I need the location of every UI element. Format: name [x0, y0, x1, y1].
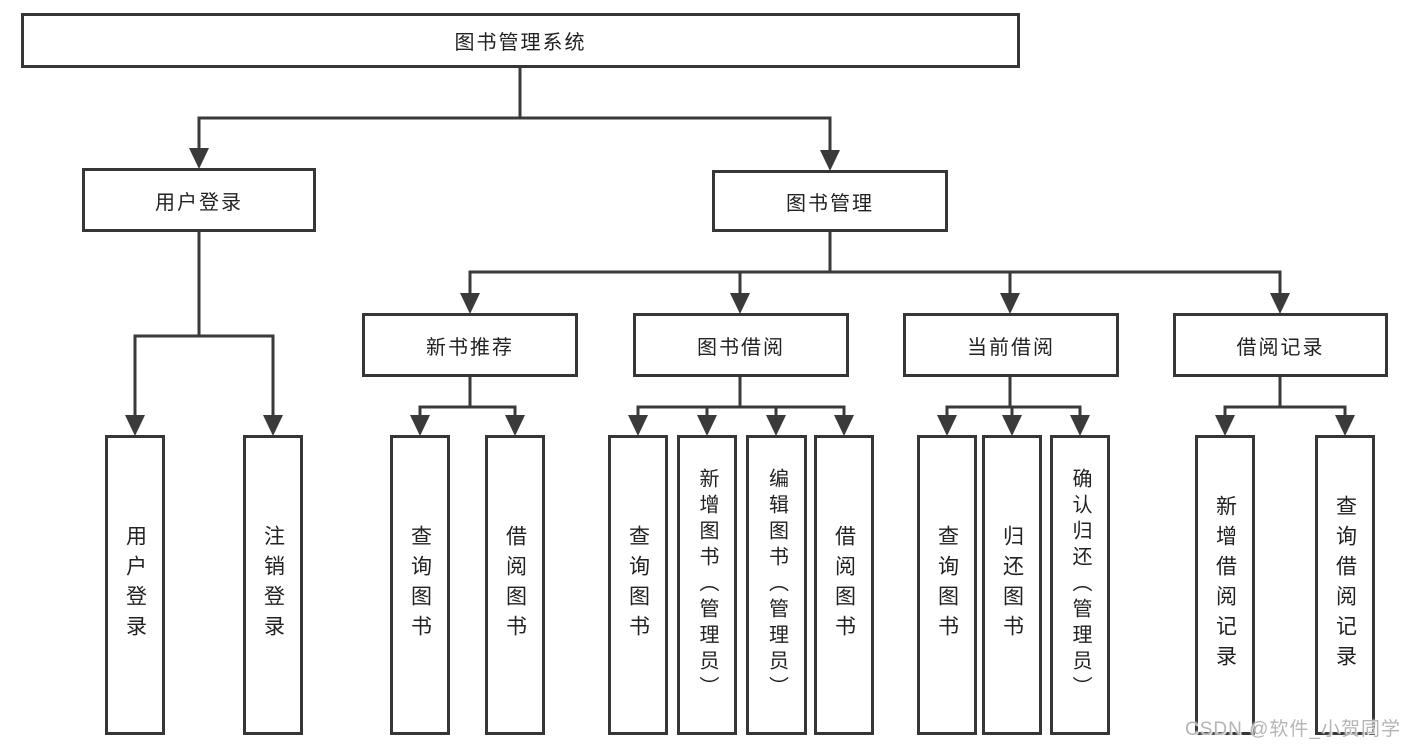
leaf-borrow-query-books-label: 查询图书 [626, 525, 650, 645]
connector-line [636, 377, 846, 416]
leaf-current-confirm-return-admin: 确认归还（管理员） [1050, 435, 1110, 735]
node-user-login: 用户登录 [82, 168, 316, 232]
arrow-down-icon [125, 415, 145, 436]
arrow-down-icon [189, 148, 209, 169]
leaf-user-login: 用户登录 [105, 435, 165, 735]
connector-group-borrowing-records [1215, 377, 1355, 436]
node-root-label: 图书管理系统 [454, 32, 587, 54]
leaf-borrow-query-books: 查询图书 [608, 435, 668, 735]
leaf-borrow-borrow-books-label: 借阅图书 [832, 525, 856, 645]
connector-line [1223, 377, 1347, 416]
leaf-newrec-borrow-books: 借阅图书 [485, 435, 545, 735]
node-borrowing-records-label: 借阅记录 [1236, 336, 1325, 359]
arrow-down-icon [460, 293, 480, 314]
arrow-down-icon [937, 415, 957, 436]
connector-group-user-login [125, 232, 283, 436]
connector-line [197, 68, 832, 151]
node-book-management-label: 图书管理 [786, 192, 874, 215]
connector-group-current-borrowing [937, 377, 1090, 436]
leaf-logout-login: 注销登录 [243, 435, 303, 735]
connector-line [945, 377, 1082, 416]
arrow-down-icon [628, 415, 648, 436]
connector-group-new-book-recommend [410, 377, 525, 436]
arrow-down-icon [1070, 415, 1090, 436]
arrow-down-icon [1335, 415, 1355, 436]
connector-line [468, 232, 1282, 294]
leaf-current-return-books: 归还图书 [982, 435, 1042, 735]
leaf-borrow-edit-books-admin-label: 编辑图书（管理员） [765, 468, 788, 702]
arrow-down-icon [834, 415, 854, 436]
arrow-down-icon [730, 293, 750, 314]
watermark: CSDN @软件_小贺同学 [1185, 719, 1401, 740]
leaf-current-query-books: 查询图书 [917, 435, 977, 735]
leaf-newrec-borrow-books-label: 借阅图书 [503, 525, 527, 645]
node-user-login-label: 用户登录 [155, 191, 243, 214]
arrow-down-icon [1215, 415, 1235, 436]
leaf-borrow-edit-books-admin: 编辑图书（管理员） [746, 435, 807, 735]
leaf-borrow-borrow-books: 借阅图书 [814, 435, 874, 735]
connector-group-root [189, 68, 840, 171]
leaf-borrow-add-books-admin: 新增图书（管理员） [677, 435, 737, 735]
connector-group-book-borrowing [628, 377, 854, 436]
leaf-current-query-books-label: 查询图书 [935, 525, 959, 645]
leaf-current-confirm-return-admin-label: 确认归还（管理员） [1069, 468, 1091, 702]
arrow-down-icon [410, 415, 430, 436]
leaf-user-login-label: 用户登录 [123, 525, 147, 645]
node-current-borrowing-label: 当前借阅 [967, 336, 1055, 359]
node-borrowing-records: 借阅记录 [1173, 313, 1388, 377]
arrow-down-icon [505, 415, 525, 436]
connector-line [418, 377, 517, 416]
leaf-borrow-add-books-admin-label: 新增图书（管理员） [696, 468, 718, 702]
node-new-book-recommend-label: 新书推荐 [426, 336, 514, 359]
leaf-newrec-query-books-label: 查询图书 [408, 525, 432, 645]
arrow-down-icon [1002, 415, 1022, 436]
arrow-down-icon [1000, 293, 1020, 314]
leaf-newrec-query-books: 查询图书 [390, 435, 450, 735]
arrow-down-icon [766, 415, 786, 436]
leaf-records-add-record: 新增借阅记录 [1195, 435, 1255, 735]
node-new-book-recommend: 新书推荐 [362, 313, 578, 377]
connector-group-book-management [460, 232, 1290, 314]
node-book-management: 图书管理 [712, 170, 948, 232]
leaf-logout-login-label: 注销登录 [261, 525, 285, 645]
arrow-down-icon [820, 150, 840, 171]
leaf-records-query-record: 查询借阅记录 [1315, 435, 1375, 735]
leaf-records-add-record-label: 新增借阅记录 [1213, 495, 1237, 675]
node-book-borrowing: 图书借阅 [633, 313, 849, 377]
arrow-down-icon [263, 415, 283, 436]
arrow-down-icon [697, 415, 717, 436]
leaf-records-query-record-label: 查询借阅记录 [1333, 495, 1357, 675]
node-current-borrowing: 当前借阅 [903, 313, 1119, 377]
node-book-borrowing-label: 图书借阅 [697, 336, 785, 359]
connector-line [133, 232, 275, 416]
leaf-current-return-books-label: 归还图书 [1000, 525, 1024, 645]
node-root: 图书管理系统 [21, 13, 1020, 68]
arrow-down-icon [1270, 293, 1290, 314]
